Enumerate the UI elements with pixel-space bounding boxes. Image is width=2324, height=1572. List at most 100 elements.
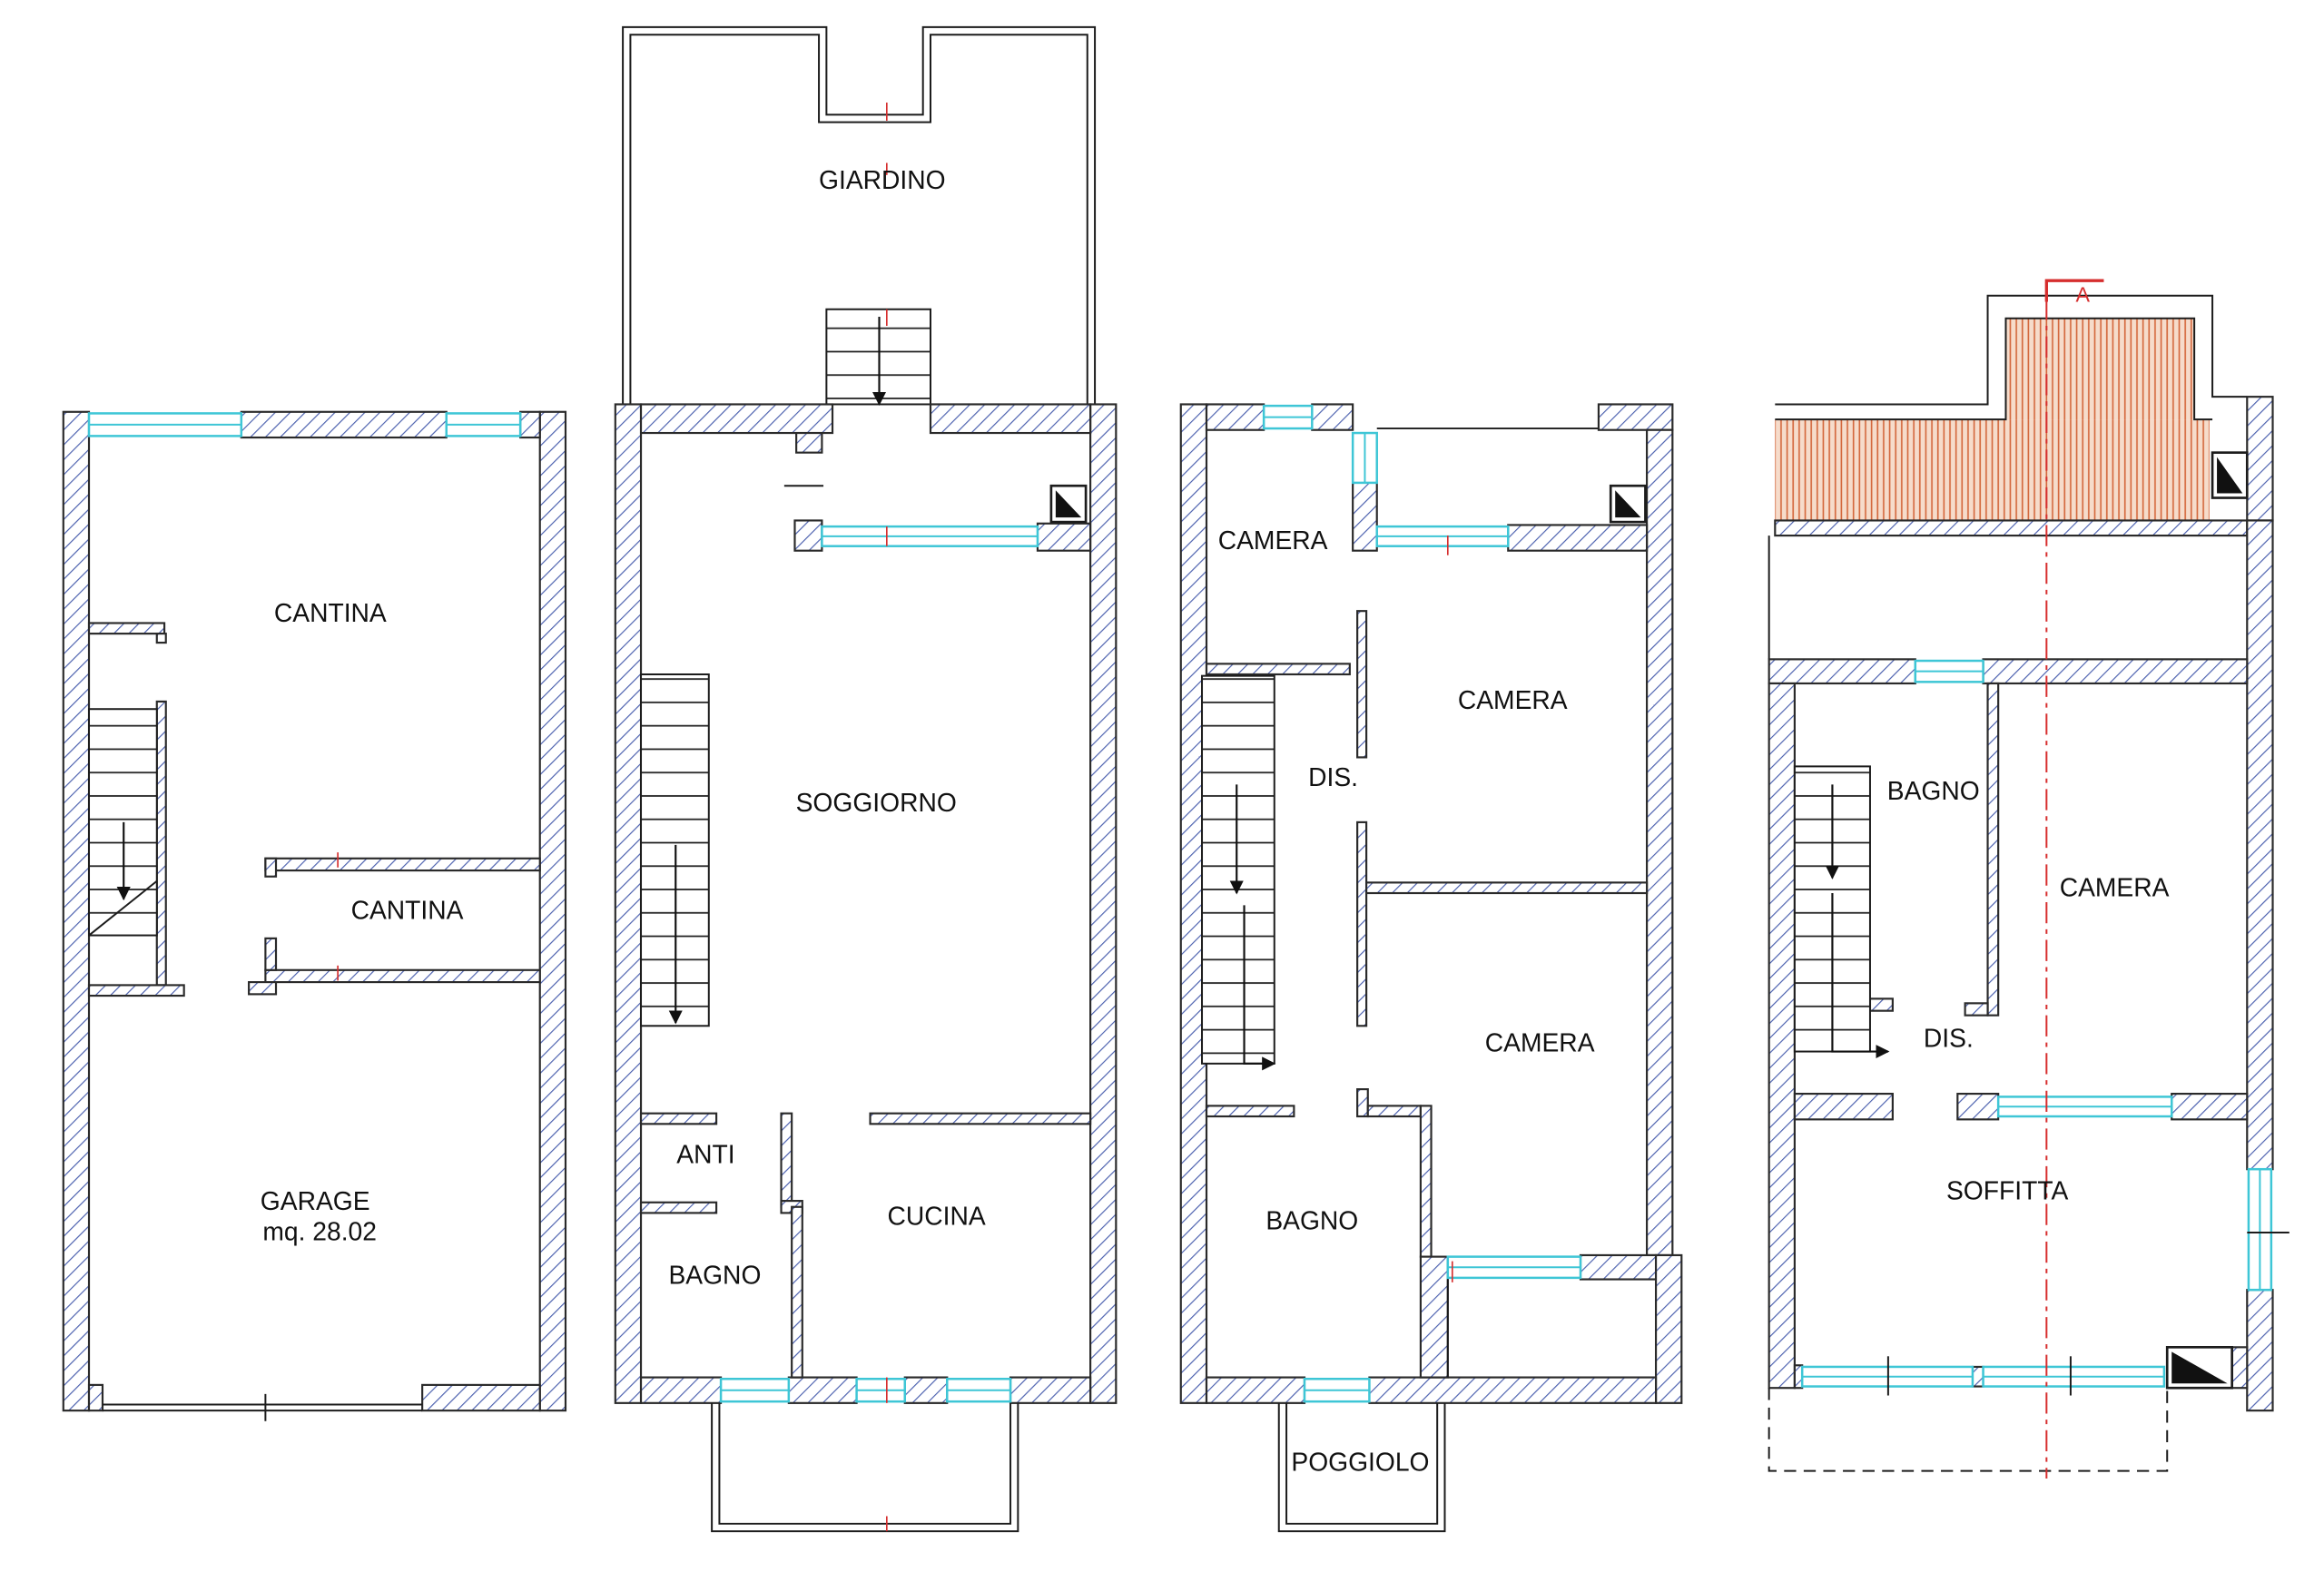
window [445, 412, 522, 437]
room-label-soffitta: SOFFITTA [1946, 1175, 2068, 1204]
room-label-bagno: BAGNO [1887, 776, 1980, 805]
balcony-outline-inner [718, 1402, 1012, 1525]
wall-segment [1356, 820, 1368, 1027]
garden-outline [622, 25, 1097, 408]
garden-outline-inner [629, 34, 1088, 408]
window [1303, 1377, 1371, 1403]
room-label-camera: CAMERA [1458, 685, 1568, 714]
wall-segment [519, 410, 541, 439]
wall-segment [903, 1376, 949, 1404]
window [1996, 1095, 2173, 1118]
wall-segment [87, 984, 185, 997]
terrace-outline [1775, 294, 2248, 406]
wall-segment [795, 431, 823, 454]
wall-segment [869, 1112, 1092, 1125]
wall-segment [639, 1112, 718, 1125]
wall-segment [1205, 403, 1265, 431]
wall-segment [1089, 403, 1118, 1404]
wall-segment [1986, 682, 2000, 1017]
wall-segment [1964, 1002, 1989, 1017]
wall-segment [155, 700, 167, 987]
wall-segment [1366, 1105, 1422, 1118]
wall-segment [1311, 403, 1354, 431]
window [2247, 1167, 2273, 1292]
section-marker-label: A [2075, 282, 2090, 306]
room-label-camera: CAMERA [1485, 1028, 1595, 1057]
wall-segment [639, 1376, 723, 1404]
room-label-anti: ANTI [676, 1140, 734, 1169]
stair-break-line [88, 879, 158, 937]
roof-terrace [1775, 419, 2210, 521]
window [855, 1377, 907, 1403]
wall-segment [929, 403, 1092, 435]
window [1982, 1365, 2166, 1388]
wall-segment [2246, 519, 2274, 1171]
wall-segment [264, 857, 278, 878]
wall-segment [264, 968, 541, 984]
wall-segment [264, 857, 541, 872]
stair-direction-arrow [1243, 905, 1276, 1071]
staircase [1201, 674, 1275, 1065]
window [1351, 431, 1378, 485]
ground-floor-walls [614, 403, 1118, 1404]
room-label-dis: DIS. [1308, 762, 1358, 791]
wall-segment [1205, 1105, 1295, 1118]
plan-attic: A BAGNO CAMERA DIS. SOFFITTA [1768, 279, 2290, 1479]
room-label-bagno: BAGNO [1265, 1206, 1358, 1235]
wall-segment [1365, 881, 1649, 895]
room-label-cantina: CANTINA [274, 598, 387, 627]
wall-segment [240, 410, 448, 439]
wall-segment [2246, 396, 2274, 522]
wall-segment [1419, 1255, 1449, 1379]
wall-segment [1774, 519, 2249, 537]
room-label-cucina: CUCINA [888, 1202, 986, 1231]
room-label-camera: CAMERA [2060, 872, 2170, 901]
room-label-camera: CAMERA [1218, 526, 1328, 555]
wall-segment [538, 410, 567, 1412]
wall-segment [614, 403, 643, 1404]
window [821, 525, 1039, 547]
room-label-bagno: BAGNO [668, 1261, 761, 1290]
wall-segment [791, 1205, 803, 1379]
chimney-fill-icon [2217, 457, 2243, 494]
wall-segment [1205, 1376, 1306, 1404]
room-label-soggiorno: SOGGIORNO [796, 788, 957, 817]
wall-segment [1579, 1253, 1658, 1281]
projection-dashed-outline [1768, 1388, 2169, 1472]
wall-segment [1768, 658, 1916, 685]
wall-segment [1419, 1105, 1433, 1258]
wall-segment [639, 403, 834, 435]
roof-terrace-projection [2005, 318, 2195, 420]
wall-segment [1356, 610, 1368, 759]
plan-first-floor: CAMERA CAMERA DIS. CAMERA BAGNO POGGIOLO [1179, 403, 1683, 1533]
wall-segment [780, 1112, 793, 1208]
wall-segment [1654, 1253, 1683, 1404]
wall-segment [1597, 403, 1674, 431]
plan-ground-floor: GIARDINO SOGGIORNO ANTI BAGNO CUCINA [614, 25, 1118, 1533]
room-label-garage: GARAGE [261, 1186, 370, 1215]
wall-segment [1507, 524, 1649, 552]
wall-segment [2171, 1093, 2249, 1121]
wall-segment [421, 1383, 541, 1412]
wall-segment [639, 1201, 718, 1214]
wall-segment [1205, 663, 1351, 676]
wall-segment [155, 633, 167, 644]
basement-walls [62, 410, 567, 1412]
chimney-flue [1049, 484, 1088, 524]
room-label-poggiolo: POGGIOLO [1291, 1448, 1429, 1477]
wall-segment [2230, 1346, 2249, 1390]
wall-segment [1982, 658, 2249, 685]
wall-segment [1646, 428, 1674, 1257]
section-marker-icon [2044, 279, 2104, 302]
window [1914, 659, 1984, 683]
window [1446, 1255, 1582, 1280]
wall-segment [2246, 1289, 2274, 1412]
wall-segment [248, 981, 278, 996]
plan-basement: CANTINA CANTINA GARAGE mq. 28.02 [62, 410, 567, 1421]
balcony-outline [1277, 1402, 1446, 1533]
window [87, 412, 243, 437]
wall-segment [1356, 1088, 1369, 1118]
room-label-giardino: GIARDINO [819, 165, 946, 194]
room-label-cantina: CANTINA [351, 895, 464, 924]
